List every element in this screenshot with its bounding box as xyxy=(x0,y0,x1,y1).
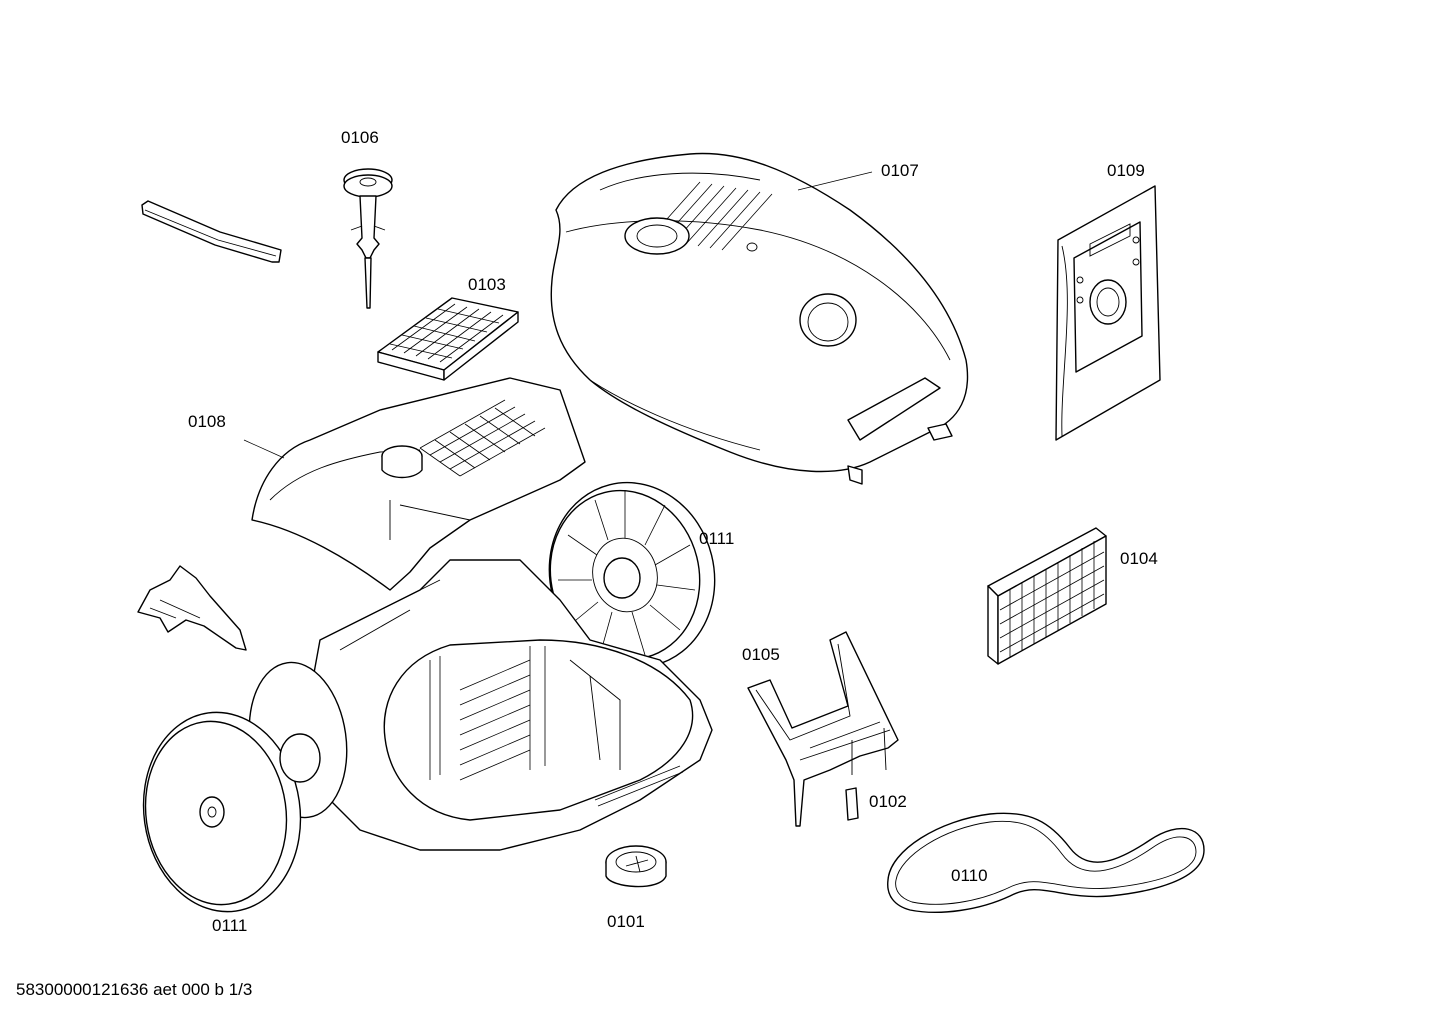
label-0106: 0106 xyxy=(341,128,379,147)
part-0107-top-cover[interactable] xyxy=(550,152,969,485)
label-0111-right: 0111 xyxy=(699,529,734,548)
part-0106-pin[interactable] xyxy=(343,168,393,309)
leader-0107 xyxy=(797,171,873,191)
label-0103: 0103 xyxy=(468,275,506,294)
part-0105-bag-holder[interactable] xyxy=(747,631,899,827)
part-0111-wheel-right[interactable] xyxy=(530,465,734,685)
part-0109-dust-bag[interactable] xyxy=(1055,185,1161,441)
seal-strip[interactable] xyxy=(141,200,282,263)
part-0110-gasket[interactable] xyxy=(887,812,1205,914)
part-0103-filter-frame[interactable] xyxy=(377,297,519,381)
label-0101: 0101 xyxy=(607,912,645,931)
document-id: 58300000121636 aet 000 b 1/3 xyxy=(16,980,253,999)
part-0104-hepa-filter[interactable] xyxy=(987,527,1107,665)
label-0104: 0104 xyxy=(1120,549,1158,568)
part-0108-inner-housing[interactable] xyxy=(251,377,586,591)
label-0107: 0107 xyxy=(881,161,919,180)
label-0110: 0110 xyxy=(951,866,988,885)
leader-0108 xyxy=(243,439,285,459)
label-0102: 0102 xyxy=(869,792,907,811)
label-0108: 0108 xyxy=(188,412,226,431)
main-chassis[interactable] xyxy=(299,559,713,851)
part-0111-wheel-left[interactable] xyxy=(131,656,357,922)
small-bracket[interactable] xyxy=(137,565,247,651)
part-0102-small-plate[interactable] xyxy=(845,787,859,821)
label-0105: 0105 xyxy=(742,645,780,664)
label-0111-left: 0111 xyxy=(212,916,247,935)
label-0109: 0109 xyxy=(1107,161,1145,180)
part-0101-small-cap[interactable] xyxy=(605,845,667,888)
